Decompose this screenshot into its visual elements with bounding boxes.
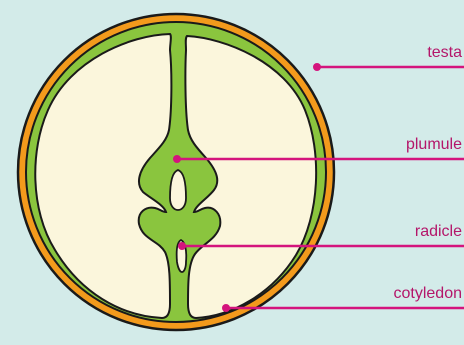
plumule-label: plumule <box>406 136 462 153</box>
radicle-pointer-dot <box>178 242 186 250</box>
cotyledon-pointer-dot <box>222 304 230 312</box>
plumule-pointer-dot <box>173 155 181 163</box>
testa-pointer-dot <box>313 63 321 71</box>
plumule-slit <box>170 170 186 210</box>
radicle-label: radicle <box>415 223 462 240</box>
cotyledon-label: cotyledon <box>394 285 463 302</box>
testa-label: testa <box>427 44 462 61</box>
